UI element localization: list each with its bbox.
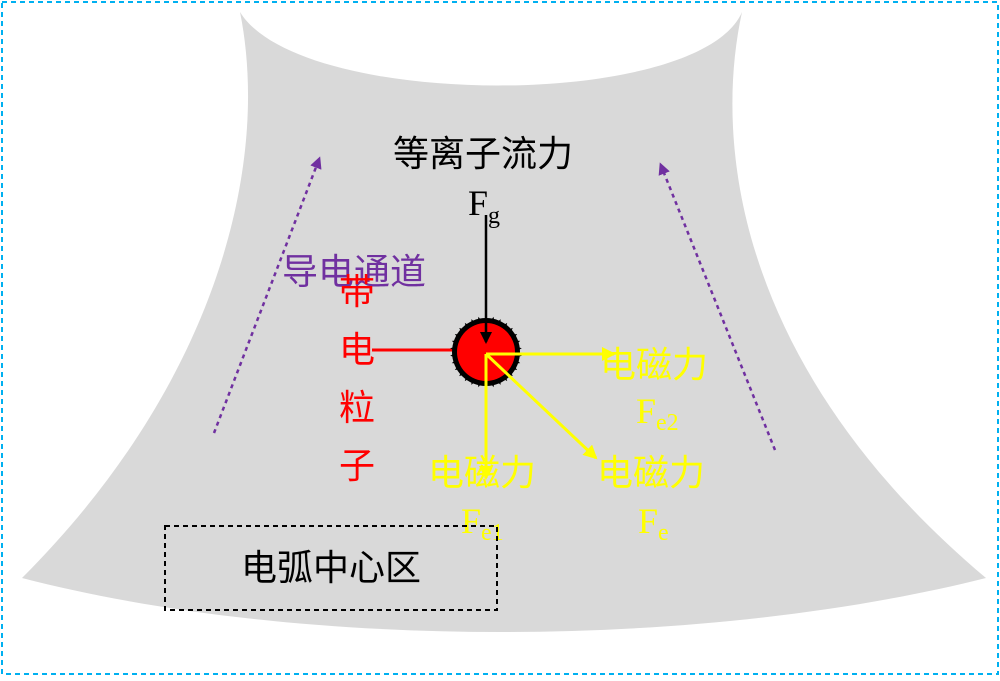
fg-label: Fg <box>468 183 500 229</box>
fe-main: F <box>638 501 658 541</box>
fe-em-label: 电磁力 <box>597 453 705 494</box>
arc-center-zone-box <box>164 525 498 611</box>
channel-arrow-right <box>658 162 777 451</box>
fe2-em-label: 电磁力 <box>600 345 708 386</box>
charged-particle-char-3: 粒 <box>339 388 375 429</box>
fe-arrow <box>484 352 598 460</box>
arc-center-zone-label: 电弧中心区 <box>241 548 421 589</box>
fe1-em-label: 电磁力 <box>428 453 536 494</box>
fe2-main: F <box>636 391 656 431</box>
fe1-sub: e1 <box>481 520 504 546</box>
fe-sub: e <box>658 520 669 546</box>
fg-sub: g <box>488 203 500 229</box>
charged-particle-char-4: 子 <box>339 446 375 487</box>
fe-label: Fe <box>638 501 669 546</box>
plasma-flow-force-label: 等离子流力 <box>393 134 573 175</box>
conductive-channel-label: 导电通道 <box>282 252 426 293</box>
plasma-region <box>22 12 986 632</box>
fe2-sub: e2 <box>656 410 679 436</box>
fe2-label: Fe2 <box>636 391 679 436</box>
fe1-main: F <box>461 501 481 541</box>
charged-particle-char-1: 带 <box>339 272 375 313</box>
fe1-label: Fe1 <box>461 501 504 546</box>
fg-main: F <box>468 183 488 223</box>
charged-particle-char-2: 电 <box>339 330 375 371</box>
channel-arrow-left <box>212 156 322 434</box>
